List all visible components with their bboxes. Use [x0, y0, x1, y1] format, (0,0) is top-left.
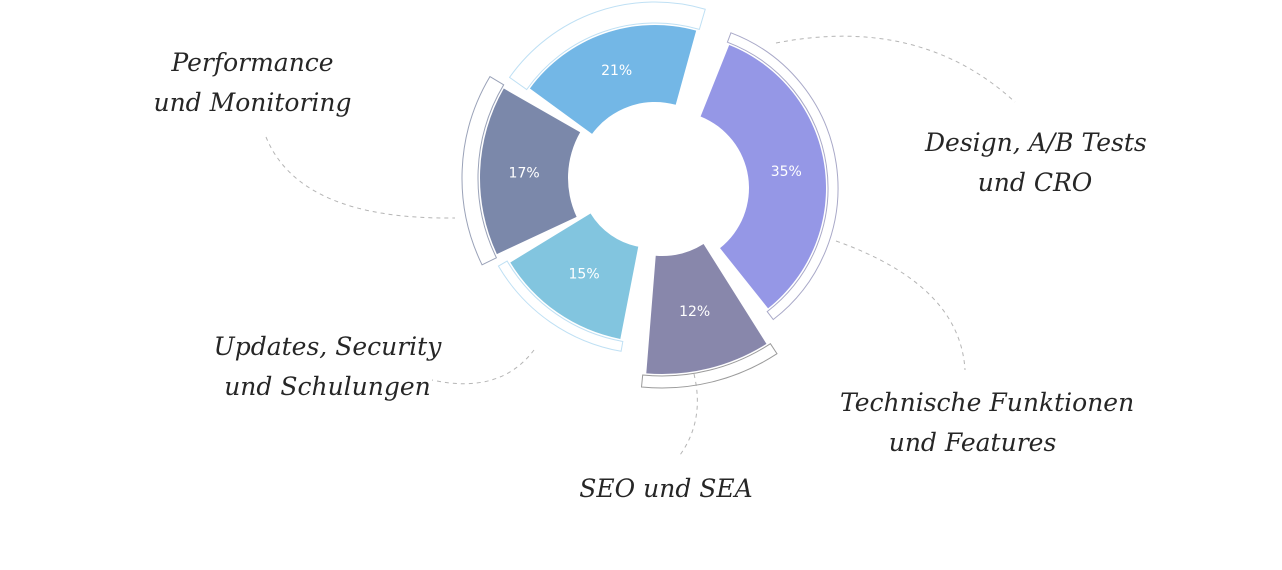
donut-slice	[700, 45, 827, 309]
slice-label-seo: SEO und SEA	[579, 474, 753, 503]
slice-label-design: Design, A/B Tests und CRO	[925, 128, 1147, 197]
slice-label-technik: Technische Funktionen und Features	[840, 388, 1135, 457]
donut-slice	[510, 213, 639, 339]
donut-slice	[646, 244, 767, 374]
connector-line	[835, 240, 966, 371]
slices	[479, 25, 827, 374]
slice-outline	[497, 260, 624, 352]
slice-outline	[461, 75, 505, 266]
donut-slice	[529, 25, 697, 134]
connector-lines	[265, 35, 1016, 456]
slice-label-updates: Updates, Security und Schulungen	[213, 332, 442, 401]
slice-percent-label: 17%	[509, 165, 540, 181]
connector-line	[265, 136, 456, 219]
percent-labels: 21% 35% 12% 15% 17%	[509, 63, 802, 320]
slice-outline	[508, 1, 706, 91]
connector-line	[775, 35, 1016, 103]
slice-percent-label: 15%	[569, 267, 600, 283]
slice-percent-label: 21%	[601, 63, 632, 79]
connector-line	[679, 373, 698, 456]
slice-label-performance: Performance und Monitoring	[153, 48, 352, 117]
donut-slice	[479, 88, 581, 255]
slice-percent-label: 12%	[679, 304, 710, 320]
slice-percent-label: 35%	[771, 164, 802, 180]
connector-line	[431, 349, 535, 385]
slice-outline	[640, 342, 778, 389]
slice-outline	[726, 32, 839, 321]
slice-outlines	[461, 1, 839, 389]
